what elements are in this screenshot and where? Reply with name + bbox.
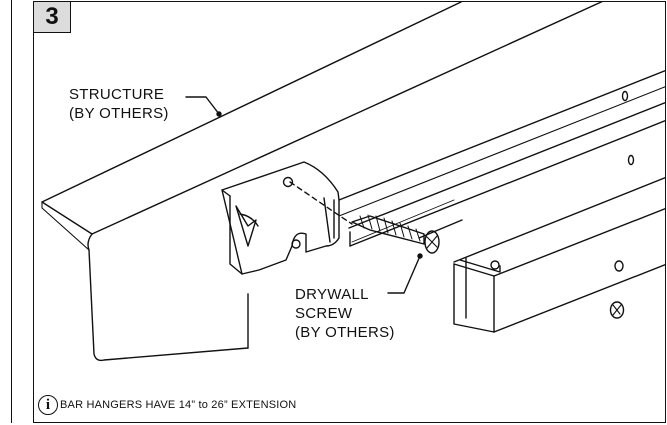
structure-joist (41, 2, 603, 362)
structure-leader-line (185, 96, 220, 115)
drywall-leader-line (387, 255, 421, 294)
mounting-bracket (221, 161, 340, 275)
structure-label: STRUCTURE (BY OTHERS) (69, 85, 169, 123)
structure-label-line2: (BY OTHERS) (69, 105, 169, 122)
drywall-screw (351, 214, 440, 254)
step-panel: 3 (33, 1, 666, 423)
sliding-bar (453, 177, 665, 333)
previous-panel-edge (0, 0, 12, 423)
drywall-label-line1: DRYWALL (295, 286, 369, 303)
structure-label-line1: STRUCTURE (69, 86, 165, 103)
step-number: 3 (45, 3, 59, 30)
note-text: BAR HANGERS HAVE 14” to 26” EXTENSION (60, 399, 297, 411)
info-icon: i (38, 395, 58, 415)
screw-insertion-path (289, 181, 353, 225)
step-number-badge: 3 (34, 2, 71, 33)
bar-hanger-rail (338, 70, 665, 247)
drywall-screw-label: DRYWALL SCREW (BY OTHERS) (295, 285, 395, 342)
drywall-label-line3: (BY OTHERS) (295, 324, 395, 341)
assembly-illustration (41, 2, 665, 362)
drywall-label-line2: SCREW (295, 305, 353, 322)
extension-note: i BAR HANGERS HAVE 14” to 26” EXTENSION (38, 395, 296, 415)
